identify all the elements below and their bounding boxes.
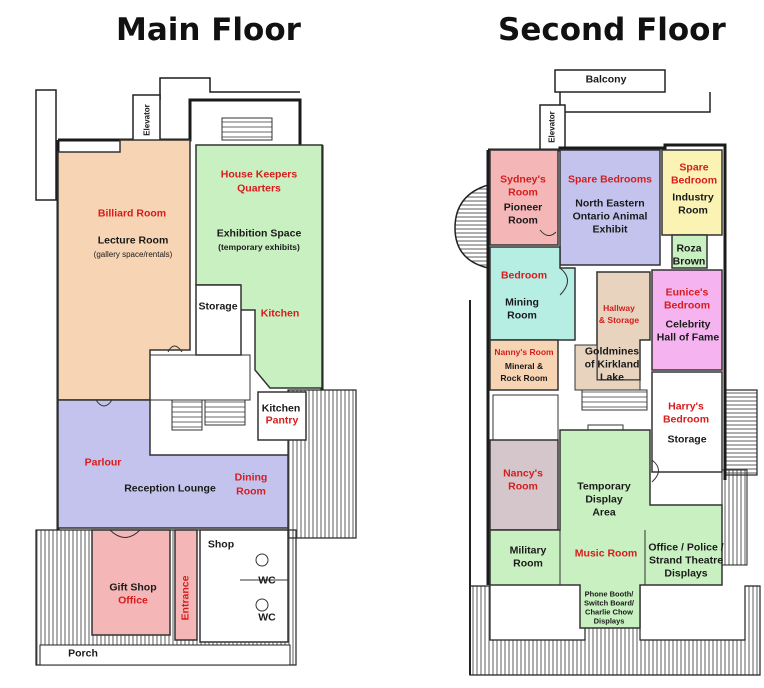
gift-shop-label: Gift Shop — [109, 581, 157, 594]
dining-label-2: Room — [236, 485, 266, 498]
office-police-label-2: Strand Theatre — [648, 554, 724, 567]
housekeepers-label-2: Quarters — [237, 182, 281, 195]
eunices-bedroom — [651, 269, 723, 371]
spare-bedroom-label-2: Bedroom — [670, 174, 718, 187]
pantry-label: Pantry — [265, 414, 299, 427]
exhibition-space-label: Exhibition Space — [216, 227, 302, 240]
mineral-label-2: Rock Room — [500, 373, 548, 383]
hallway-label-1: Hallway — [603, 303, 635, 313]
parlour-label: Parlour — [84, 456, 122, 469]
neo-label-1: North Eastern — [575, 197, 645, 210]
industry-label-1: Industry — [672, 191, 714, 204]
spare-bedrooms-label: Spare Bedrooms — [567, 173, 653, 186]
office-label: Office — [118, 594, 148, 607]
eunice-label-2: Bedroom — [663, 299, 711, 312]
kitchen-label: Kitchen — [260, 307, 300, 320]
military-label-2: Room — [513, 557, 543, 570]
second-floor-plan — [454, 69, 761, 676]
hallway-label-2: & Storage — [598, 315, 640, 325]
military-label-1: Military — [509, 544, 547, 557]
entrance-label: Entrance — [179, 575, 192, 621]
neo-label-3: Exhibit — [592, 223, 628, 236]
music-room-label: Music Room — [574, 547, 638, 560]
exhibition-sub-label: (temporary exhibits) — [218, 242, 300, 252]
industry-label-2: Room — [678, 204, 708, 217]
roza-label-1: Roza — [676, 242, 702, 255]
nancys-label-1: Nancy's — [503, 467, 543, 480]
celebrity-label-1: Celebrity — [665, 318, 711, 331]
pioneer-label-2: Room — [508, 214, 538, 227]
celebrity-label-2: Hall of Fame — [656, 331, 720, 344]
phone-booth-label-4: Displays — [593, 616, 625, 626]
eunice-label-1: Eunice's — [665, 286, 709, 299]
gift-shop-office — [91, 529, 171, 636]
billiard-room-label: Billiard Room — [97, 207, 167, 220]
office-police-label-1: Office / Police / — [648, 541, 724, 554]
mineral-label-1: Mineral & — [504, 361, 544, 371]
wc1-label: WC — [258, 574, 276, 587]
phone-booth-label-3: Charlie Chow — [585, 607, 633, 617]
pioneer-label-1: Pioneer — [503, 201, 543, 214]
storage-label: Storage — [198, 300, 238, 313]
goldmines-label-3: Lake — [600, 371, 624, 384]
shop-label: Shop — [207, 538, 235, 551]
temp-label-2: Display — [585, 493, 623, 506]
main-floor-title: Main Floor — [116, 12, 301, 48]
lecture-room-label: Lecture Room — [97, 234, 169, 247]
music-display-area — [489, 429, 723, 629]
mining-label-2: Room — [507, 309, 537, 322]
harrys-label-1: Harry's — [668, 400, 704, 413]
main-elevator-label: Elevator — [142, 104, 152, 136]
goldmines-label-1: Goldmines — [584, 345, 640, 358]
phone-booth-label-2: Switch Board/ — [583, 598, 635, 608]
nannys-room-label: Nanny's Room — [494, 347, 554, 357]
office-police-label-3: Displays — [664, 567, 708, 580]
temp-label-3: Area — [592, 506, 616, 519]
dining-label-1: Dining — [234, 471, 268, 484]
phone-booth-label-1: Phone Booth/ — [584, 589, 634, 599]
balcony-label: Balcony — [585, 73, 627, 86]
second-elevator-label: Elevator — [547, 111, 557, 143]
roza-label-2: Brown — [672, 255, 706, 268]
nancys-label-2: Room — [508, 480, 538, 493]
second-storage-label: Storage — [667, 433, 707, 446]
storage-room — [195, 284, 242, 356]
main-floor-plan — [35, 77, 357, 666]
goldmines-label-2: of Kirkland — [584, 358, 640, 371]
porch-label: Porch — [68, 647, 98, 660]
harrys-label-2: Bedroom — [662, 413, 710, 426]
nannys-room — [489, 339, 559, 391]
sydneys-label-2: Room — [508, 186, 538, 199]
housekeepers-label-1: House Keepers — [220, 168, 298, 181]
nancys-room — [489, 439, 559, 531]
harrys-bedroom — [651, 371, 723, 473]
spare-bedroom-industry — [661, 149, 723, 236]
sydneys-room — [489, 149, 559, 246]
kitchen-small-label: Kitchen — [261, 402, 301, 415]
spare-bedroom-label-1: Spare — [679, 161, 709, 174]
parlour-reception-dining — [57, 399, 289, 529]
neo-label-2: Ontario Animal — [572, 210, 648, 223]
mining-label-1: Mining — [505, 296, 539, 309]
lecture-room-sub-label: (gallery space/rentals) — [93, 250, 173, 259]
temp-label-1: Temporary — [577, 480, 631, 493]
entrance-hall — [174, 529, 198, 641]
reception-lounge-label: Reception Lounge — [124, 482, 216, 495]
bedroom-label: Bedroom — [500, 269, 548, 282]
sydneys-label-1: Sydney's — [500, 173, 546, 186]
wc2-label: WC — [258, 611, 276, 624]
second-floor-title: Second Floor — [498, 12, 726, 48]
spare-bedrooms-neo — [559, 149, 661, 266]
roza-brown-room — [671, 234, 708, 269]
